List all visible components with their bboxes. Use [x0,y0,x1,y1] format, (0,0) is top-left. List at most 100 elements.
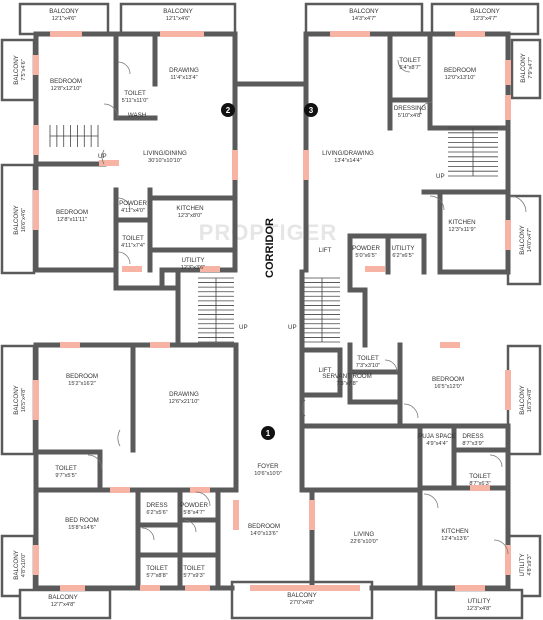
room-name: TOILET [122,235,144,242]
stair-up-label: UP [436,173,445,180]
room-name: BEDROOM [56,209,88,216]
room-label: BALCONY4'8"x10'0" [13,550,27,580]
room-name: LIFT [319,247,332,254]
room-name: DRESS [462,433,483,440]
room-dimension: 12'3"x4'8" [467,606,491,612]
unit-number-2: 2 [226,106,231,115]
room-name: BEDROOM [66,373,98,380]
room-name: POWDER [180,502,208,509]
room-dimension: 7'9"x4'7" [528,57,534,78]
room-dimension: 12'0"x13'10" [445,75,476,81]
room-label: BALCONY16'5"x4'8" [13,385,27,415]
room-name: TOILET [469,473,491,480]
room-dimension: 12'3"x3'6" [181,265,205,271]
room-dimension: 6'2"x5'6" [146,510,167,516]
room-name: TOILET [146,565,168,572]
room-dimension: 16'5"x12'0" [434,384,462,390]
room-name: TOILET [124,90,146,97]
room-name: UTILITY [467,598,490,605]
room-name: BALCONY [349,8,379,15]
door-swings [87,59,527,555]
room-name: DRESSING [394,105,427,112]
room-name: FOYER [257,463,279,470]
room-name: LIVING/DINING [143,150,187,157]
room-dimension: 12'1"x4'6" [52,16,76,22]
openings [33,31,511,591]
room-label: UTILITY4'8"x9'3" [519,553,533,576]
room-name: BALCONY [13,550,20,580]
room-name: BALCONY [287,592,317,599]
room-dimension: 13'4"x14'4" [334,158,362,164]
room-dimension: 10'6"x10'0" [254,471,282,477]
room-dimension: 15'2"x16'2" [68,381,96,387]
room-name: LIVING/DRAWING [322,150,374,157]
room-label: BALCONY16'6"x4'6" [13,205,27,235]
room-dimension: 12'7"x4'8" [51,602,75,608]
room-dimension: 4'11"x4'0" [121,208,145,214]
room-name: BALCONY [163,8,193,15]
room-name: BEDROOM [432,376,464,383]
room-name: BEDROOM [444,67,476,74]
room-dimension: 16'3"x4'8" [527,388,533,412]
room-dimension: 12'8"x12'10" [51,86,82,92]
room-dimension: 8'7"x6'3" [469,481,490,487]
room-name: TOILET [55,465,77,472]
room-name: POWDER [352,245,380,252]
room-dimension: 12'1"x4'6" [166,16,190,22]
room-name: UTILITY [519,553,526,576]
unit-number-1: 1 [266,429,271,438]
room-label: BALCONY7'5"x4'6" [13,55,27,85]
unit-number-3: 3 [309,106,314,115]
room-dimension: 7'5"x4'6" [21,59,27,80]
room-dimension: 27'0"x4'8" [290,600,314,606]
room-dimension: 14'3"x4'7" [352,16,376,22]
room-name: BALCONY [519,385,526,415]
staircases [49,125,498,343]
room-name: BALCONY [13,385,20,415]
room-name: BEDROOM [248,523,280,530]
room-label: BALCONY7'9"x4'7" [520,53,534,83]
room-name: BALCONY [13,205,20,235]
room-dimension: 4'9"x4'4" [426,441,447,447]
room-dimension: 4'8"x9'3" [527,554,533,575]
watermark: PROPTIGER [199,220,338,245]
room-dimension: 16'5"x4'8" [21,388,27,412]
stair-labels: UP UP UP UP [98,153,445,331]
room-dimension: 8'7"x3'9" [462,441,483,447]
room-name: BALCONY [519,225,526,255]
room-name: BALCONY [470,8,500,15]
room-label: LIFT [319,247,332,254]
room-dimension: 6'2"x6'5" [392,253,413,259]
room-dimension: 5'7"x8'8" [146,573,167,579]
room-dimension: 12'3"x11'9" [448,227,475,233]
room-name: BALCONY [520,53,527,83]
room-name: KITCHEN [176,205,203,212]
room-name: KITCHEN [448,219,475,226]
stair-up-label: UP [98,153,107,160]
room-dimension: 4'8"x10'0" [21,553,27,577]
room-dimension: 5'10"x4'8" [398,113,422,119]
